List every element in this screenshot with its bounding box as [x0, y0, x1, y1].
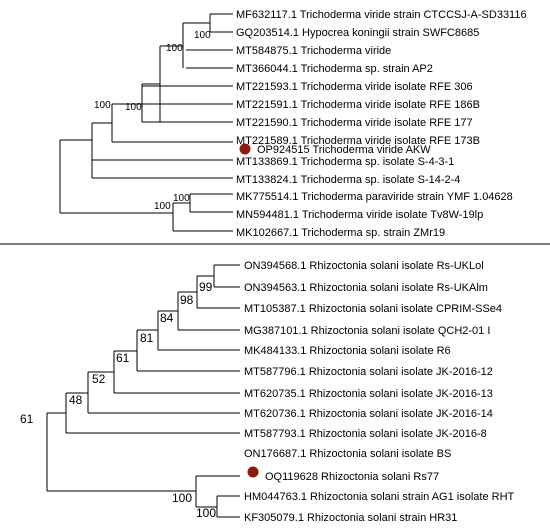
highlight-marker — [247, 466, 259, 478]
tree2-support: 48 — [69, 393, 83, 407]
highlight-marker — [239, 143, 251, 155]
tree2-leaf: OQ119628 Rhizoctonia solani Rs77 — [265, 471, 439, 483]
tree2-leaf: MT620735.1 Rhizoctonia solani isolate JK… — [244, 388, 493, 400]
tree1-leaf: MT221591.1 Trichoderma viride isolate RF… — [236, 99, 480, 111]
tree2-support: 61 — [116, 351, 130, 365]
tree1-leaf: MF632117.1 Trichoderma viride strain CTC… — [236, 9, 527, 21]
tree1-leaf: MT221593.1 Trichoderma viride isolate RF… — [236, 81, 473, 93]
tree2-leaf: MT105387.1 Rhizoctonia solani isolate CP… — [244, 303, 502, 315]
tree-trichoderma: MF632117.1 Trichoderma viride strain CTC… — [59, 9, 527, 239]
tree1-leaf: MT221589.1 Trichoderma viride isolate RF… — [236, 135, 480, 147]
tree1-leaf: MT133824.1 Trichoderma sp. isolate S-14-… — [236, 174, 460, 186]
tree1-leaf: MT584875.1 Trichoderma viride — [236, 45, 391, 57]
tree2-branches — [46, 264, 240, 518]
tree1-support: 100 — [173, 193, 190, 204]
tree2-support: 52 — [92, 372, 106, 386]
tree2-support: 98 — [180, 293, 194, 307]
tree2-leaf: ON176687.1 Rhizoctonia solani isolate BS — [244, 448, 451, 460]
tree2-leaf: ON394563.1 Rhizoctonia solani isolate Rs… — [244, 282, 488, 294]
tree2-leaf: MT587796.1 Rhizoctonia solani isolate JK… — [244, 366, 493, 378]
tree-rhizoctonia: ON394568.1 Rhizoctonia solani isolate Rs… — [20, 260, 515, 524]
tree1-leaf: MT221590.1 Trichoderma viride isolate RF… — [236, 117, 473, 129]
tree1-leaf: MK102667.1 Trichoderma sp. strain ZMr19 — [236, 227, 445, 239]
tree2-support: 84 — [160, 311, 174, 325]
tree1-support: 100 — [94, 100, 111, 111]
tree1-branches — [59, 13, 233, 232]
tree1-leaf: GQ203514.1 Hypocrea koningii strain SWFC… — [236, 27, 479, 39]
tree1-support: 100 — [166, 43, 183, 54]
tree2-support: 100 — [172, 491, 192, 505]
tree1-leaf: MN594481.1 Trichoderma viride isolate Tv… — [236, 209, 483, 221]
tree2-leaf: KF305079.1 Rhizoctonia solani strain HR3… — [244, 512, 457, 524]
tree2-support: 99 — [199, 280, 213, 294]
tree1-leaf: MT366044.1 Trichoderma sp. strain AP2 — [236, 63, 433, 75]
tree1-leaf: MK775514.1 Trichoderma paraviride strain… — [236, 191, 513, 203]
tree1-leaf: OP924515 Trichoderma viride AKW — [257, 144, 431, 156]
tree2-leaf: MT587793.1 Rhizoctonia solani isolate JK… — [244, 428, 487, 440]
tree2-leaf: MG387101.1 Rhizoctonia solani isolate QC… — [244, 325, 490, 337]
tree2-support: 100 — [196, 506, 216, 520]
tree1-support: 100 — [194, 30, 211, 41]
tree2-support: 81 — [140, 331, 154, 345]
tree1-support: 100 — [154, 201, 171, 212]
tree1-support: 100 — [125, 102, 142, 113]
tree2-leaf: MT620736.1 Rhizoctonia solani isolate JK… — [244, 408, 493, 420]
tree2-leaf: MK484133.1 Rhizoctonia solani isolate R6 — [244, 345, 451, 357]
tree2-support: 61 — [20, 412, 34, 426]
tree2-leaf: HM044763.1 Rhizoctonia solani strain AG1… — [244, 491, 515, 503]
tree1-leaf: MT133869.1 Trichoderma sp. isolate S-4-3… — [236, 156, 454, 168]
tree2-leaf: ON394568.1 Rhizoctonia solani isolate Rs… — [244, 260, 484, 272]
